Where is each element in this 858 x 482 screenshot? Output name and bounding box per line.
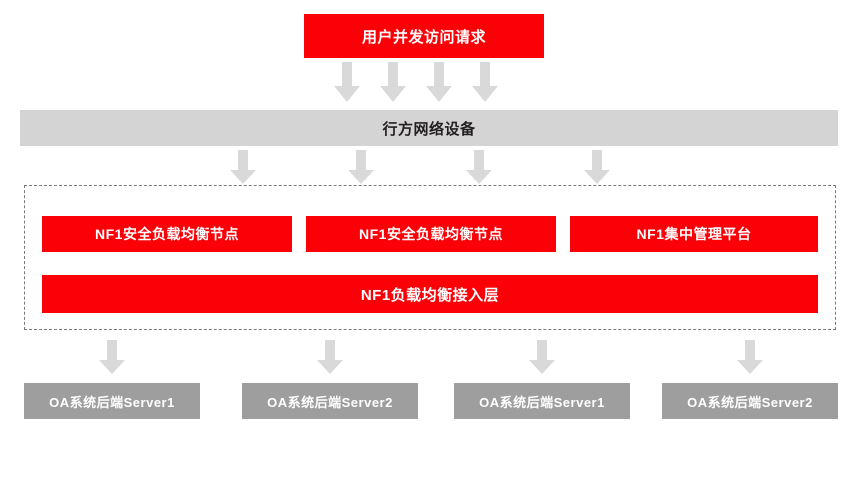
down-arrow-icon — [529, 340, 555, 374]
nf1-access-layer-bar: NF1负载均衡接入层 — [42, 275, 818, 313]
down-arrow-icon — [472, 62, 498, 102]
down-arrow-icon — [230, 150, 256, 184]
user-concurrent-request-box: 用户并发访问请求 — [304, 14, 544, 58]
nf1-management-platform: NF1集中管理平台 — [570, 216, 818, 252]
oa-backend-server-2: OA系统后端Server2 — [242, 383, 418, 419]
nf1-security-lb-node-1: NF1安全负载均衡节点 — [42, 216, 292, 252]
down-arrow-icon — [737, 340, 763, 374]
down-arrow-icon — [348, 150, 374, 184]
nf1-security-lb-node-2: NF1安全负载均衡节点 — [306, 216, 556, 252]
down-arrow-icon — [334, 62, 360, 102]
oa-backend-server-1: OA系统后端Server1 — [24, 383, 200, 419]
down-arrow-icon — [584, 150, 610, 184]
down-arrow-icon — [317, 340, 343, 374]
down-arrow-icon — [426, 62, 452, 102]
nf1-cluster-group — [24, 185, 836, 330]
down-arrow-icon — [99, 340, 125, 374]
network-device-bar: 行方网络设备 — [20, 110, 838, 146]
down-arrow-icon — [380, 62, 406, 102]
oa-backend-server-4: OA系统后端Server2 — [662, 383, 838, 419]
oa-backend-server-3: OA系统后端Server1 — [454, 383, 630, 419]
down-arrow-icon — [466, 150, 492, 184]
